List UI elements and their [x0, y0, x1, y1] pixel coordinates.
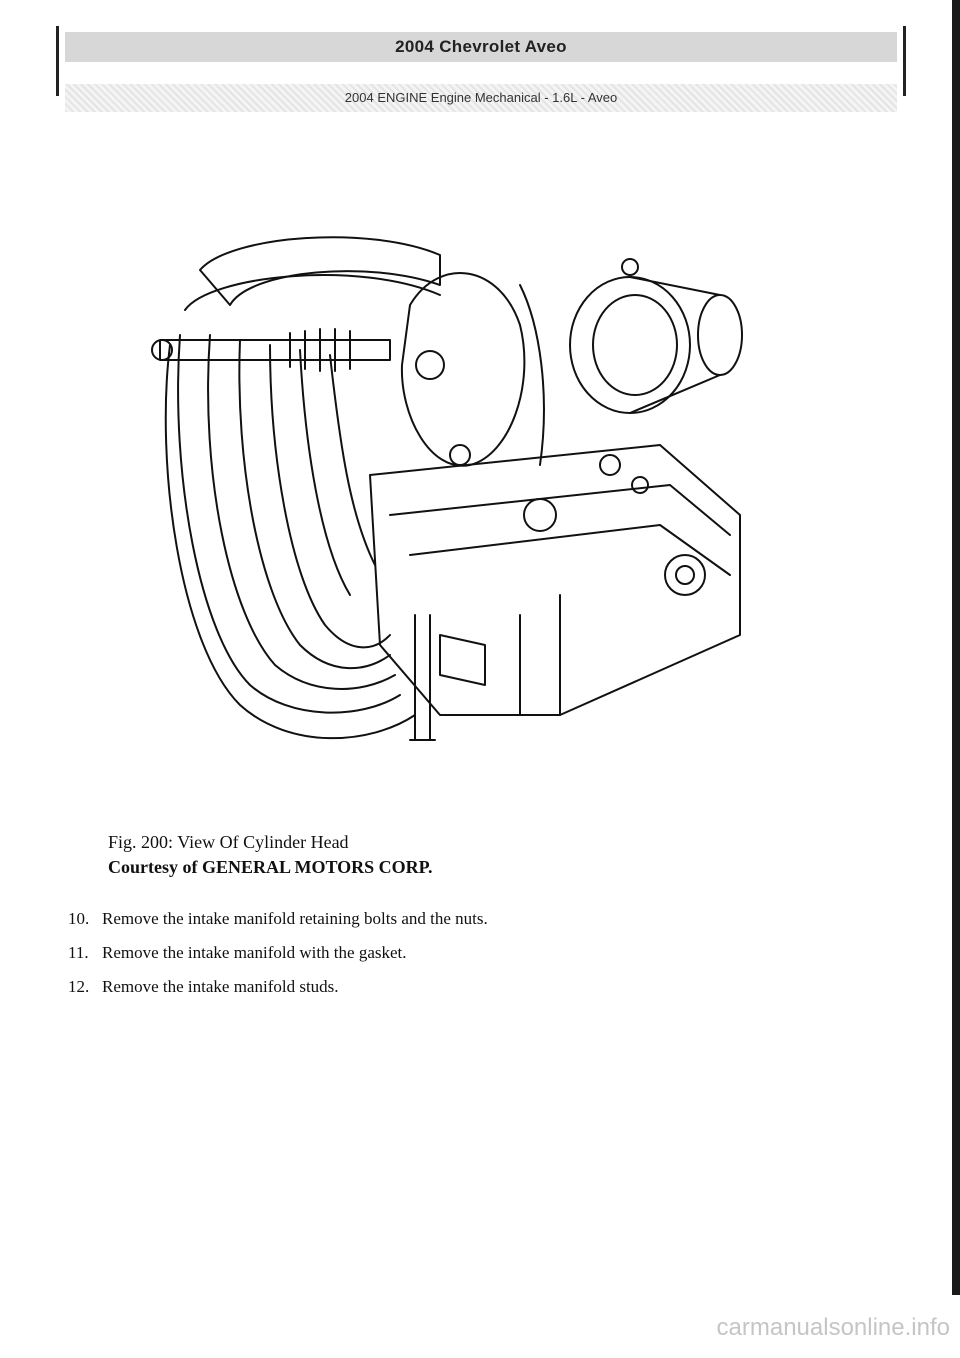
step-text: Remove the intake manifold with the gask… [102, 943, 407, 962]
page-header: 2004 Chevrolet Aveo 2004 ENGINE Engine M… [56, 26, 906, 112]
step-text: Remove the intake manifold studs. [102, 977, 339, 996]
page-title: 2004 Chevrolet Aveo [65, 32, 897, 62]
step-text: Remove the intake manifold retaining bol… [102, 909, 488, 928]
procedure-steps: 10. Remove the intake manifold retaining… [68, 902, 488, 1004]
figure-credit: Courtesy of GENERAL MOTORS CORP. [108, 857, 433, 877]
watermark-text: carmanualsonline.info [716, 1314, 950, 1341]
list-item: 11. Remove the intake manifold with the … [68, 936, 488, 970]
step-number: 12. [68, 977, 90, 996]
page-subtitle: 2004 ENGINE Engine Mechanical - 1.6L - A… [65, 84, 897, 112]
figure-caption: Fig. 200: View Of Cylinder Head Courtesy… [108, 830, 433, 880]
figure-caption-title: Fig. 200: View Of Cylinder Head [108, 832, 349, 852]
page-edge-rule [952, 0, 960, 1295]
step-number: 10. [68, 909, 90, 928]
list-item: 10. Remove the intake manifold retaining… [68, 902, 488, 936]
cylinder-head-illustration [151, 236, 743, 741]
list-item: 12. Remove the intake manifold studs. [68, 970, 488, 1004]
step-number: 11. [68, 943, 89, 962]
